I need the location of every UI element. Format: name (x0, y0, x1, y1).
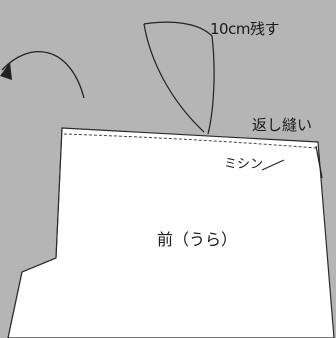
arrow-curve (1, 51, 85, 99)
arrow-head (0, 62, 12, 80)
front-wrong-side-label: 前（うら） (157, 230, 238, 249)
mishin-leader (261, 159, 285, 171)
machine-stitch-label: ミシン (224, 157, 264, 172)
backstitch-label: 返し縫い (252, 116, 313, 134)
leave-10cm-label: 10cm残す (210, 20, 279, 38)
stitch-line (63, 133, 317, 149)
flap-edge (7, 127, 63, 338)
backstitch-mark (315, 145, 323, 179)
ten-cm-guide (143, 23, 205, 133)
ten-cm-bracket (143, 21, 215, 135)
